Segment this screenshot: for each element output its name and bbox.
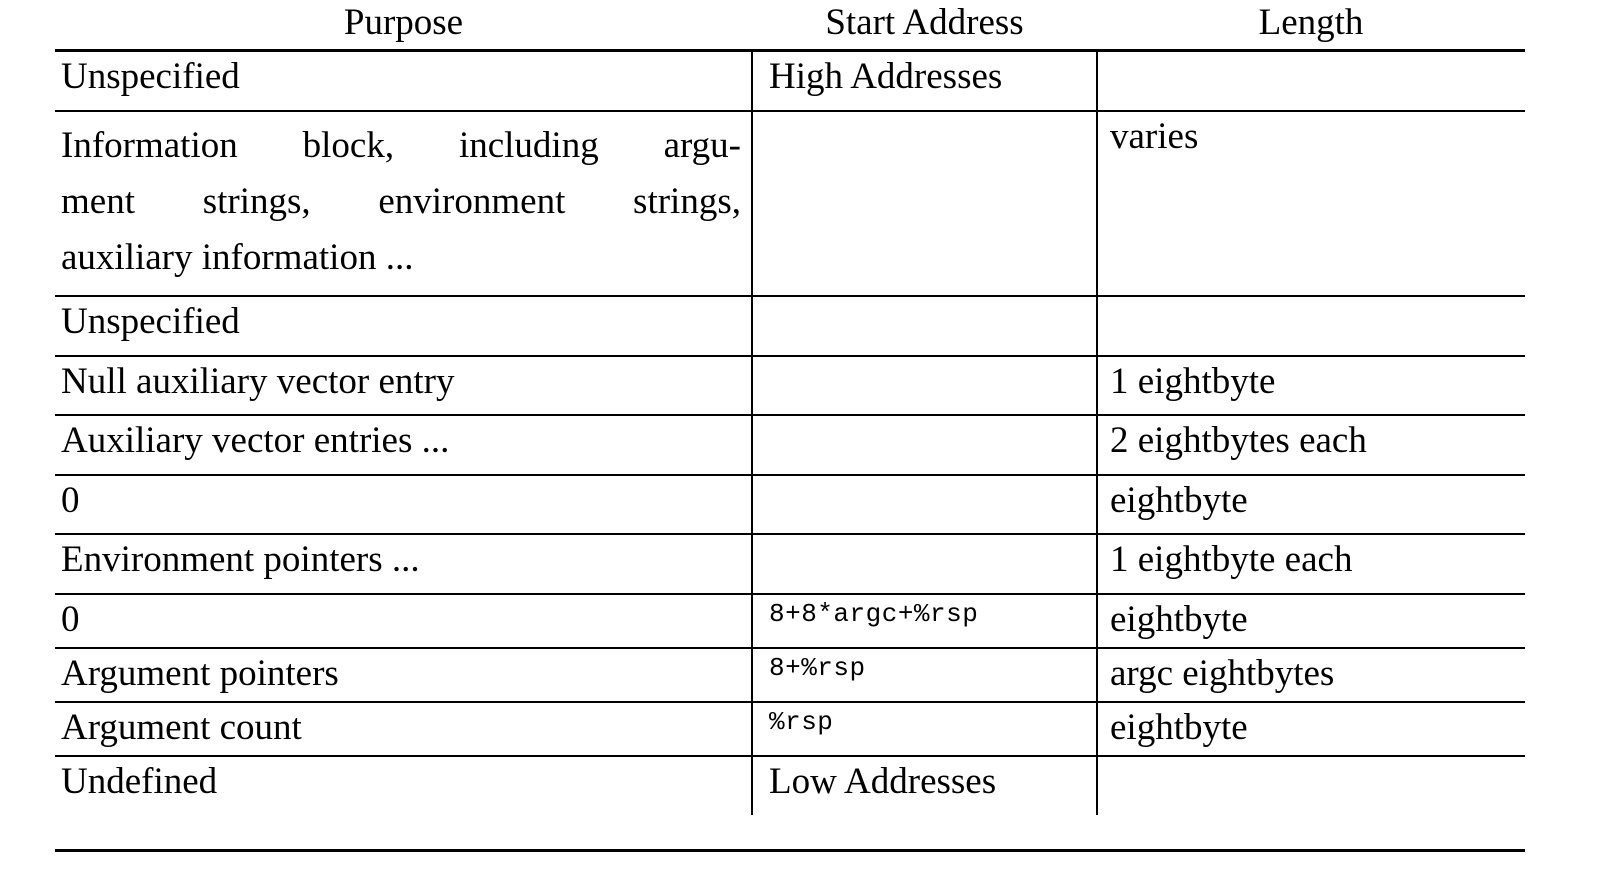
length-text: eightbyte xyxy=(1110,598,1248,640)
cell-start-address xyxy=(752,295,1098,357)
cell-purpose: Undefined xyxy=(55,754,753,815)
cell-length: 2 eightbytes each xyxy=(1097,414,1525,476)
start-address-text xyxy=(769,482,1086,525)
cell-purpose: Null auxiliary vector entry xyxy=(55,354,753,417)
table-row: Auxiliary vector entries ... 2 eightbytes… xyxy=(55,414,1525,476)
purpose-text: 0 xyxy=(61,598,80,640)
length-text xyxy=(1110,763,1521,806)
start-address-text: High Addresses xyxy=(769,56,1003,97)
table-row: Undefined Low Addresses xyxy=(55,754,1525,815)
length-text: eightbyte xyxy=(1110,479,1248,521)
table-row: Argument count %rsp eightbyte xyxy=(55,700,1525,757)
column-header-start-address: Start Address xyxy=(825,2,1024,43)
purpose-text-line: auxiliary information ... xyxy=(61,237,414,279)
cell-purpose: Information block, including argu-ment s… xyxy=(55,109,753,298)
cell-length: 1 eightbyte each xyxy=(1097,533,1525,595)
start-address-text xyxy=(769,541,1086,584)
start-address-text xyxy=(769,118,1086,161)
table-header: Purpose Start Address Length xyxy=(55,4,1525,51)
table-row: Null auxiliary vector entry 1 eightbyte xyxy=(55,354,1525,417)
column-header-purpose: Purpose xyxy=(343,2,464,43)
start-address-code: %rsp xyxy=(769,706,834,737)
cell-start-address: 8+%rsp xyxy=(752,646,1098,703)
table-row: Unspecified High Addresses xyxy=(55,48,1525,112)
column-header-length: Length xyxy=(1258,2,1364,43)
cell-purpose: 0 xyxy=(55,473,753,536)
purpose-text: Environment pointers ... xyxy=(61,539,420,581)
length-text: argc eightbytes xyxy=(1110,652,1335,694)
purpose-text: Null auxiliary vector entry xyxy=(61,360,455,402)
cell-start-address: Low Addresses xyxy=(752,754,1098,815)
cell-start-address xyxy=(752,533,1098,595)
cell-length: argc eightbytes xyxy=(1097,646,1525,703)
purpose-text-line: Information block, including argu- xyxy=(61,124,741,166)
cell-purpose: Environment pointers ... xyxy=(55,533,753,595)
cell-length xyxy=(1097,754,1525,815)
cell-start-address xyxy=(752,354,1098,417)
length-text: 1 eightbyte xyxy=(1110,360,1276,402)
initial-process-stack-table: Purpose Start Address Length Unspecified… xyxy=(55,4,1525,815)
cell-length: varies xyxy=(1097,109,1525,298)
cell-length xyxy=(1097,295,1525,357)
start-address-text: Low Addresses xyxy=(769,760,997,802)
cell-purpose: Argument pointers xyxy=(55,646,753,703)
header-row: Purpose Start Address Length xyxy=(55,4,1525,51)
cell-start-address: High Addresses xyxy=(752,48,1098,112)
table-row: Environment pointers ... 1 eightbyte each xyxy=(55,533,1525,595)
cell-length: eightbyte xyxy=(1097,700,1525,757)
start-address-code: 8+8*argc+%rsp xyxy=(769,598,979,629)
purpose-text: Information block, including argu-ment s… xyxy=(61,118,741,287)
start-address-text xyxy=(769,363,1086,406)
purpose-text: 0 xyxy=(61,479,80,521)
cell-purpose: Auxiliary vector entries ... xyxy=(55,414,753,476)
purpose-text-line: ment strings, environment strings, xyxy=(61,180,741,222)
table-row: Argument pointers 8+%rsp argc eightbytes xyxy=(55,646,1525,703)
cell-purpose: Unspecified xyxy=(55,48,753,112)
purpose-text: Unspecified xyxy=(61,56,240,97)
purpose-text: Auxiliary vector entries ... xyxy=(61,420,450,462)
table-row: 0 8+8*argc+%rsp eightbyte xyxy=(55,592,1525,649)
start-address-text xyxy=(769,422,1086,465)
length-text: varies xyxy=(1110,115,1199,157)
cell-start-address: %rsp xyxy=(752,700,1098,757)
cell-purpose: 0 xyxy=(55,592,753,649)
table-row: Unspecified xyxy=(55,295,1525,357)
cell-start-address xyxy=(752,414,1098,476)
length-text xyxy=(1110,303,1521,346)
length-text: eightbyte xyxy=(1110,706,1248,748)
cell-purpose: Unspecified xyxy=(55,295,753,357)
cell-length xyxy=(1097,48,1525,112)
cell-purpose: Argument count xyxy=(55,700,753,757)
purpose-text: Argument pointers xyxy=(61,652,339,694)
table-row: Information block, including argu-ment s… xyxy=(55,109,1525,298)
cell-start-address: 8+8*argc+%rsp xyxy=(752,592,1098,649)
cell-length: 1 eightbyte xyxy=(1097,354,1525,417)
cell-length: eightbyte xyxy=(1097,473,1525,536)
length-text: 2 eightbytes each xyxy=(1110,420,1367,462)
start-address-text xyxy=(769,303,1086,346)
cell-length: eightbyte xyxy=(1097,592,1525,649)
table-bottom-rule xyxy=(55,849,1525,852)
length-text xyxy=(1110,58,1521,101)
table-row: 0 eightbyte xyxy=(55,473,1525,536)
cell-start-address xyxy=(752,473,1098,536)
purpose-text: Unspecified xyxy=(61,301,240,343)
length-text: 1 eightbyte each xyxy=(1110,539,1353,581)
start-address-code: 8+%rsp xyxy=(769,652,866,683)
purpose-text: Undefined xyxy=(61,760,218,802)
purpose-text: Argument count xyxy=(61,706,302,748)
cell-start-address xyxy=(752,109,1098,298)
